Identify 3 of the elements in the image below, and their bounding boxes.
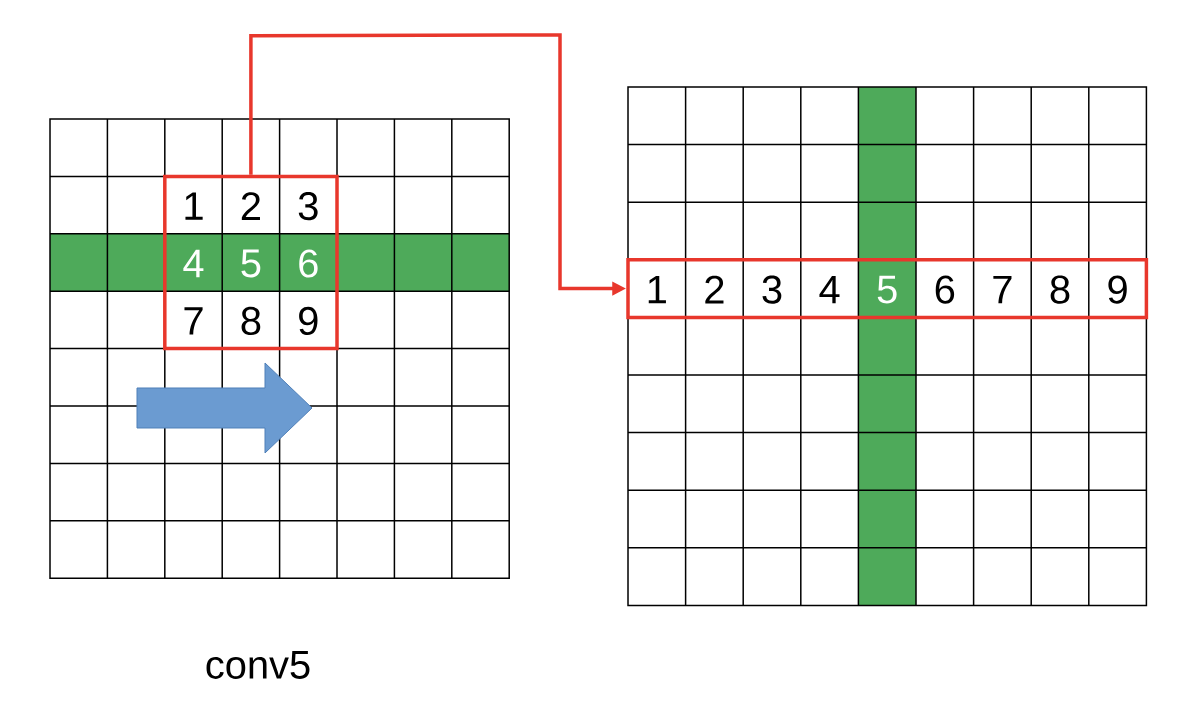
layer-label: conv5	[206, 651, 310, 679]
kernel-box: 1 2 3 4 5 6 7 8 9	[163, 174, 339, 351]
sampled-row-box: 1 2 3 4 5 6 7 8 9	[626, 258, 1149, 320]
